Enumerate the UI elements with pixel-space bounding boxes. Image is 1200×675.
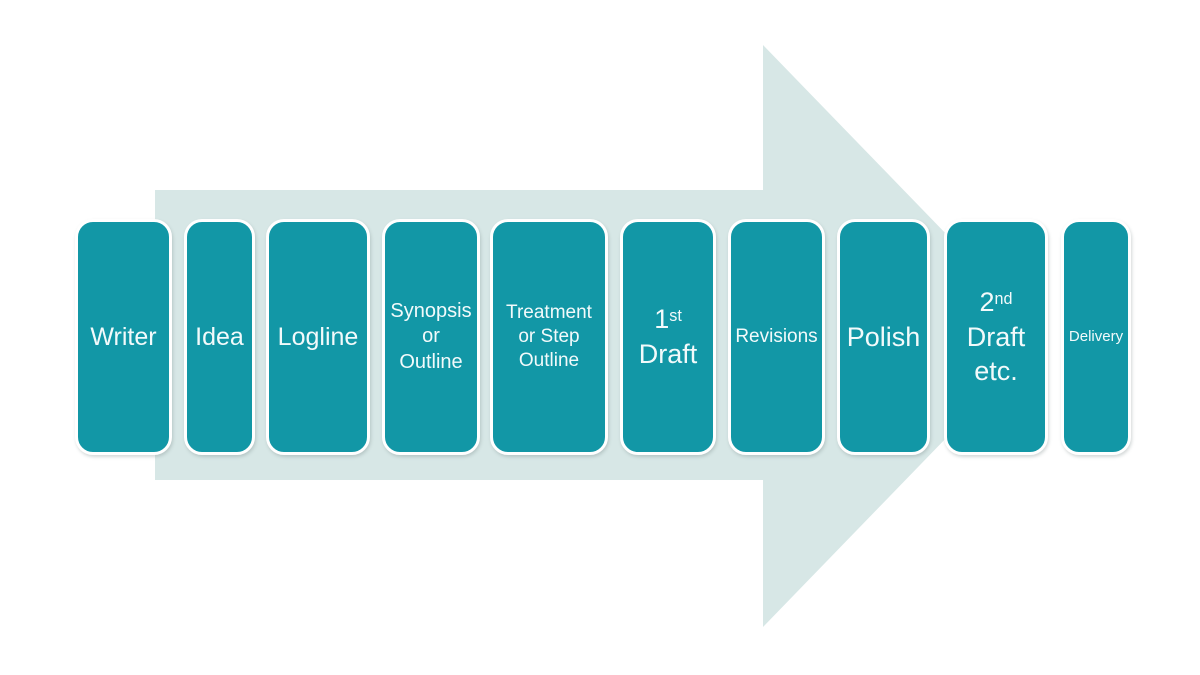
step-label: Polish <box>846 321 921 352</box>
step-label: Revisions <box>735 325 818 347</box>
step-label: Delivery <box>1068 328 1124 346</box>
step-polish: Polish <box>837 219 930 455</box>
step-label: Logline <box>277 323 359 351</box>
step-idea: Idea <box>184 219 255 455</box>
step-logline: Logline <box>266 219 370 455</box>
step-revisions: Revisions <box>728 219 825 455</box>
step-label: Idea <box>195 323 244 351</box>
step-delivery: Delivery <box>1061 219 1131 455</box>
step-label: Writer <box>90 323 157 351</box>
step-writer: Writer <box>75 219 172 455</box>
